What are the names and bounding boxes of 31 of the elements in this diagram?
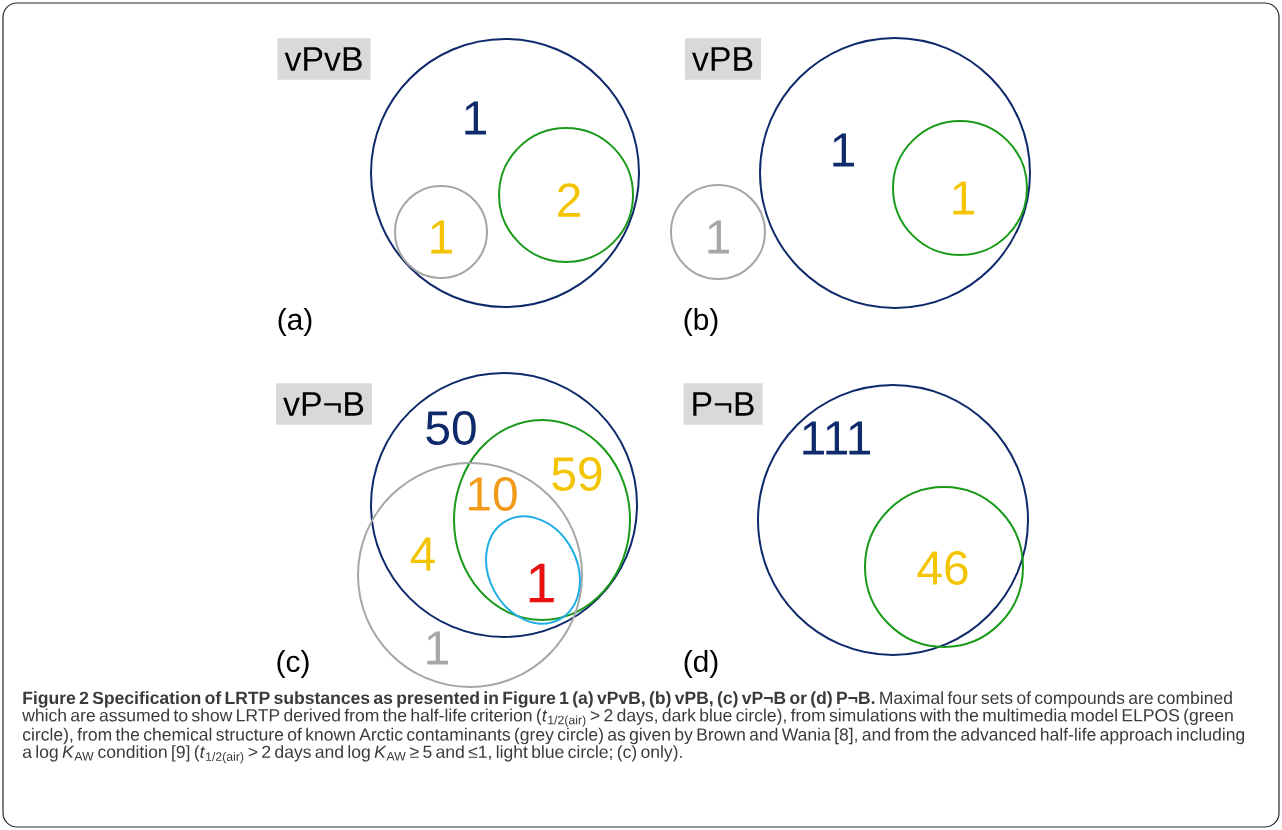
set-circle <box>757 384 1029 656</box>
panel-letter: (a) <box>278 308 312 336</box>
figure-caption: Figure 2 Specification of LRTP substances as presented in Figure 1 (a) vPvB, (b) vPB, (c) vP¬B or (d) P¬B. Maximal four sets of compounds are combined which are assumed to show LRTP derived from the half-life criterion (t$_{1/2(air)}$ > 2 days, dark blue circle), from simulations with the multimedia model ELPOS (green circle), from the chemical structure of known Arctic contaminants (grey circle) as given by Brown and Wania [8], and from the advanced half-life approach including a log K$_{AW}$ condition [9] (t$_{1/2(air)}$ > 2 days and log K$_{AW}$ ≥ 5 and ≤1, light blue circle; (c) only). <box>22 691 1245 764</box>
count-number: 1 <box>529 563 554 603</box>
count-number: 59 <box>552 457 602 491</box>
set-circle <box>370 38 640 308</box>
set-circle <box>394 185 488 279</box>
set-circle <box>892 120 1028 256</box>
panel-title: P¬B <box>683 383 763 425</box>
panel-title: vPvB <box>277 38 371 80</box>
set-circle <box>864 486 1024 648</box>
count-number: 1 <box>833 133 854 167</box>
count-number: 1 <box>465 101 486 135</box>
panel-title: vP¬B <box>276 383 372 425</box>
count-number: 111 <box>803 421 870 455</box>
panel-letter: (b) <box>684 308 718 336</box>
count-number: 2 <box>558 183 580 217</box>
count-number: 46 <box>917 551 968 585</box>
panel-letter: (d) <box>684 650 718 678</box>
count-number: 1 <box>427 631 448 665</box>
count-number: 10 <box>469 477 517 511</box>
count-number: 1 <box>953 181 974 215</box>
panel-title: vPB <box>684 38 762 80</box>
count-number: 1 <box>708 220 729 254</box>
count-number: 1 <box>431 220 452 254</box>
panel-letter: (c) <box>277 650 309 678</box>
set-circle <box>670 184 766 280</box>
count-number: 50 <box>426 411 476 445</box>
set-circle <box>759 37 1031 309</box>
count-number: 4 <box>410 537 435 571</box>
set-circle <box>498 127 634 263</box>
